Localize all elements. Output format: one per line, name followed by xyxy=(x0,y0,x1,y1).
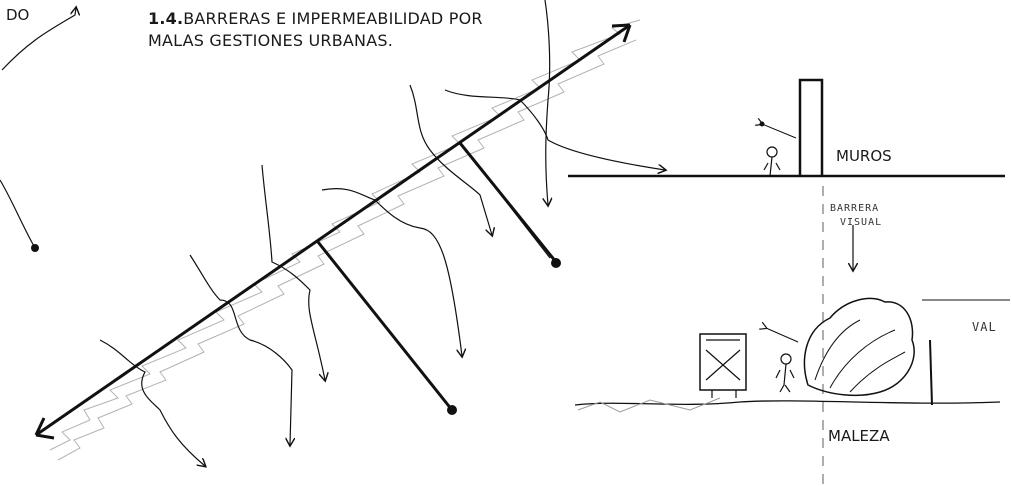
walls-section xyxy=(568,78,1005,178)
title-number: 1.4. xyxy=(148,9,184,28)
title-line1: BARRERAS E IMPERMEABILIDAD POR xyxy=(183,9,483,28)
shaded-edge xyxy=(49,19,641,461)
title-line2: MALAS GESTIONES URBANAS. xyxy=(148,31,393,50)
walls-label: MUROS xyxy=(836,147,892,165)
corner-label: DO xyxy=(6,6,30,24)
weeds-label: MALEZA xyxy=(828,427,890,445)
barrier-lines xyxy=(316,142,558,411)
visual-barrier-line2: VISUAL xyxy=(840,217,883,228)
main-axis xyxy=(34,23,632,440)
weeds-section xyxy=(574,225,1010,413)
barrier-endpoint xyxy=(551,258,561,268)
movement-paths xyxy=(0,0,665,466)
visual-barrier-line1: BARRERA xyxy=(830,203,880,214)
cut-off-label: VAL xyxy=(972,320,997,334)
section-title: 1.4.BARRERAS E IMPERMEABILIDAD POR MALAS… xyxy=(148,8,483,52)
visual-barrier-label: BARRERA VISUAL xyxy=(830,202,882,230)
barrier-endpoint xyxy=(447,405,457,415)
